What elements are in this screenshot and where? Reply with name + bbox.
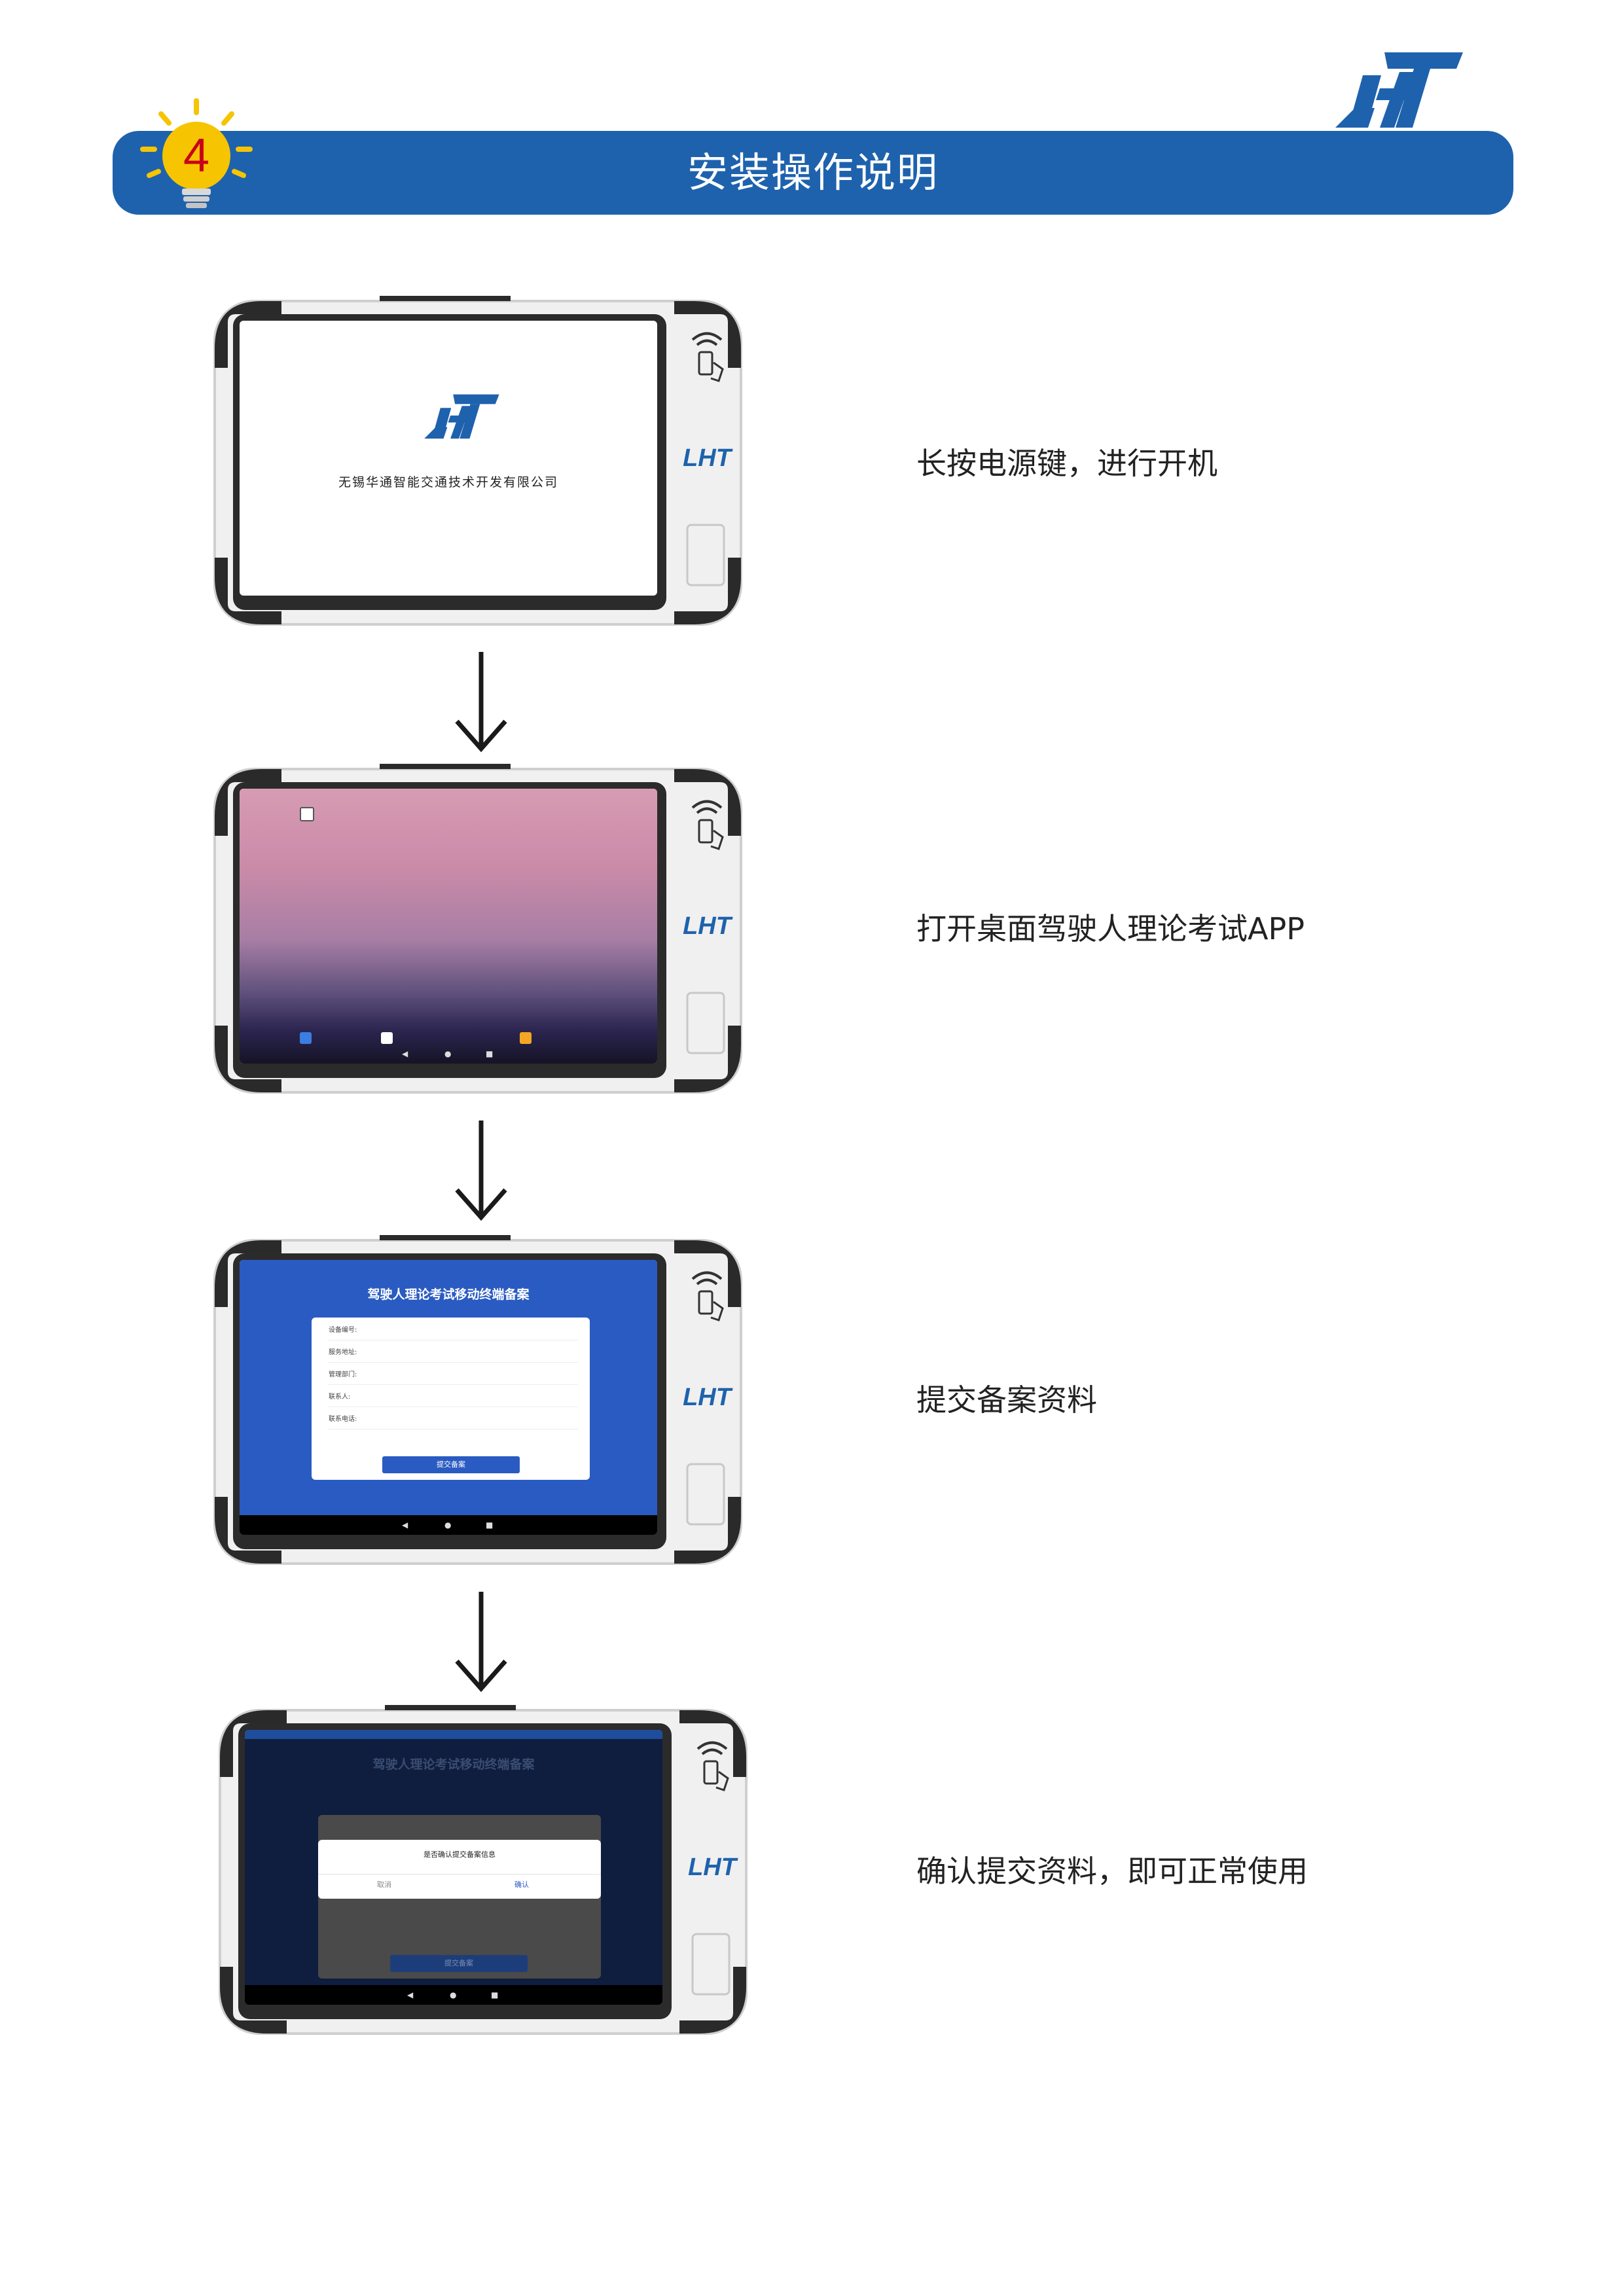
cancel-button[interactable]: 取消 — [377, 1880, 391, 1889]
tablet-step-3: LHT 驾驶人理论考试移动终端备案 设备编号: 服务地址: 管理部门: 联系人:… — [209, 1235, 746, 1569]
svg-text:LHT: LHT — [683, 444, 733, 472]
contact-person-field[interactable]: 联系人: — [329, 1384, 578, 1407]
recents-icon[interactable]: ■ — [486, 1520, 494, 1530]
step-1-caption: 长按电源键，进行开机 — [916, 446, 1218, 481]
tablet-step-4: LHT 驾驶人理论考试移动终端备案 提交备案 是否确认提交备案信息 取消 确认 … — [215, 1705, 751, 2039]
arrow-down-icon — [455, 652, 507, 753]
company-name: 无锡华通智能交通技术开发有限公司 — [338, 475, 558, 490]
wallpaper — [240, 789, 657, 1064]
tablet-step-2: LHT ◀ ● ■ — [209, 764, 746, 1098]
tablet-step-1: LHT 无锡华通智能交通技术开发有限公司 — [209, 296, 746, 630]
server-address-field[interactable]: 服务地址: — [329, 1340, 578, 1363]
contactless-icon — [691, 332, 724, 382]
brand-logo — [1335, 52, 1463, 128]
department-field[interactable]: 管理部门: — [329, 1362, 578, 1385]
boot-screen: 无锡华通智能交通技术开发有限公司 — [240, 321, 657, 596]
files-app-icon[interactable] — [300, 1032, 312, 1044]
arrow-down-icon — [455, 1592, 507, 1693]
confirm-dialog: 是否确认提交备案信息 取消 确认 — [318, 1840, 601, 1899]
submit-registration-button[interactable]: 提交备案 — [382, 1456, 520, 1473]
store-app-icon[interactable] — [520, 1032, 532, 1044]
svg-text:LHT: LHT — [688, 1854, 738, 1881]
step-4-caption: 确认提交资料，即可正常使用 — [916, 1854, 1308, 1889]
back-icon[interactable]: ◀ — [402, 1049, 408, 1058]
exam-app-icon[interactable] — [300, 807, 314, 821]
arrow-down-icon — [455, 1121, 507, 1221]
contactless-icon — [691, 800, 724, 850]
section-title-bar: 安装操作说明 — [113, 131, 1513, 215]
status-bar — [245, 1730, 662, 1739]
form-card: 设备编号: 服务地址: 管理部门: 联系人: 联系电话: 提交备案 — [312, 1318, 590, 1480]
confirm-dialog-screen: 驾驶人理论考试移动终端备案 提交备案 是否确认提交备案信息 取消 确认 ◀ ● … — [245, 1730, 662, 2005]
lightbulb-icon: 4 — [140, 98, 253, 208]
form-title: 驾驶人理论考试移动终端备案 — [372, 1757, 535, 1772]
home-icon[interactable]: ● — [444, 1520, 452, 1530]
home-icon[interactable]: ● — [444, 1049, 452, 1058]
submit-registration-button: 提交备案 — [390, 1955, 528, 1972]
navigation-bar: ◀ ● ■ — [240, 1044, 657, 1064]
contact-phone-field[interactable]: 联系电话: — [329, 1407, 578, 1429]
desktop-screen: ◀ ● ■ — [240, 789, 657, 1064]
registration-form-screen: 驾驶人理论考试移动终端备案 设备编号: 服务地址: 管理部门: 联系人: 联系电… — [240, 1260, 657, 1535]
back-icon[interactable]: ◀ — [402, 1520, 408, 1530]
boot-logo — [424, 394, 499, 439]
svg-text:LHT: LHT — [683, 912, 733, 940]
gallery-app-icon[interactable] — [381, 1032, 393, 1044]
step-number: 4 — [183, 130, 209, 182]
section-title: 安装操作说明 — [687, 149, 939, 196]
navigation-bar: ◀ ● ■ — [245, 1985, 662, 2005]
recents-icon[interactable]: ■ — [486, 1049, 494, 1058]
step-3-caption: 提交备案资料 — [916, 1382, 1097, 1418]
contactless-icon — [696, 1741, 729, 1791]
navigation-bar: ◀ ● ■ — [240, 1515, 657, 1535]
dialog-message: 是否确认提交备案信息 — [424, 1850, 496, 1859]
svg-text:LHT: LHT — [683, 1384, 733, 1411]
device-id-field[interactable]: 设备编号: — [329, 1318, 578, 1340]
recents-icon[interactable]: ■ — [491, 1990, 499, 2000]
home-icon[interactable]: ● — [450, 1990, 457, 2000]
form-title: 驾驶人理论考试移动终端备案 — [367, 1287, 530, 1302]
contactless-icon — [691, 1271, 724, 1321]
confirm-button[interactable]: 确认 — [514, 1880, 529, 1889]
back-icon[interactable]: ◀ — [407, 1990, 414, 2000]
step-2-caption: 打开桌面驾驶人理论考试APP — [916, 911, 1305, 946]
